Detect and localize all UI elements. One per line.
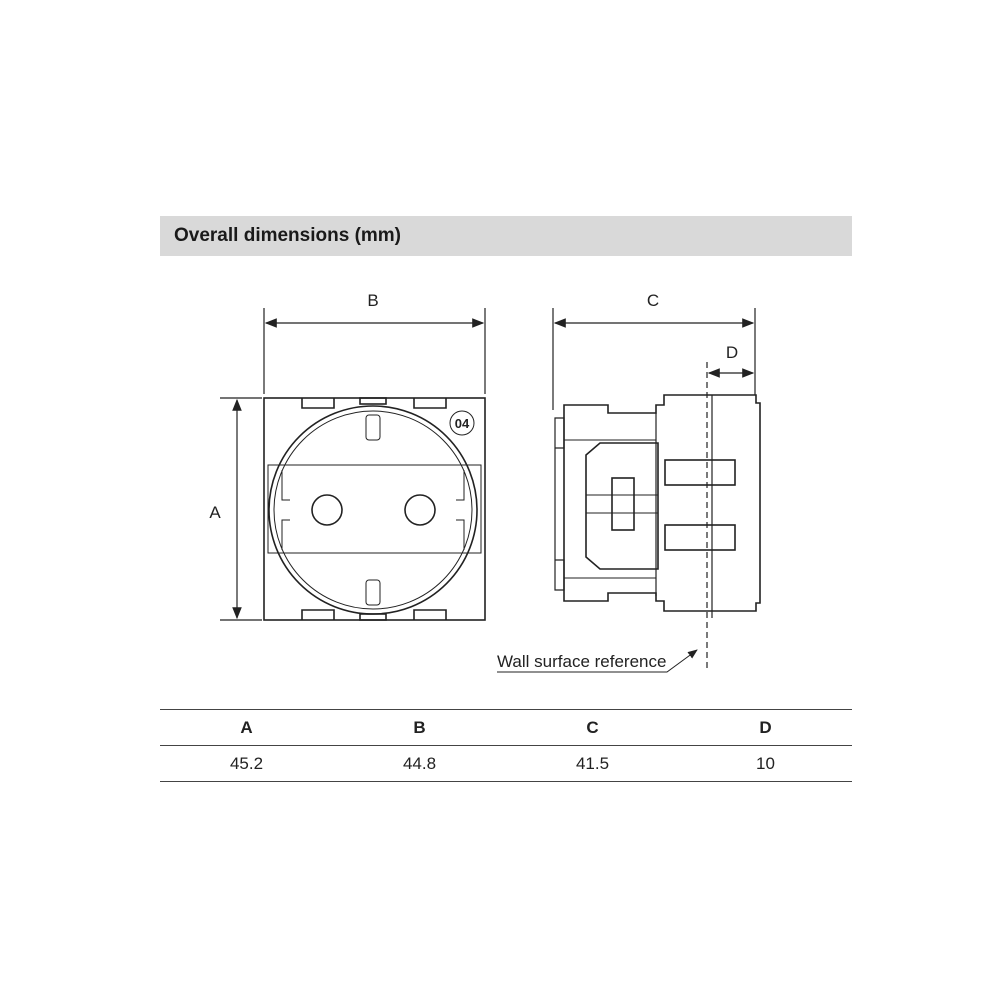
wall-reference-label: Wall surface reference: [497, 652, 666, 671]
front-view: [263, 397, 486, 621]
section-title: Overall dimensions (mm): [174, 225, 402, 246]
module-marker: 04: [455, 416, 470, 431]
value-a: 45.2: [160, 745, 333, 782]
side-view: [554, 394, 761, 618]
header-c: C: [506, 709, 679, 746]
header-b: B: [333, 709, 506, 746]
value-c: 41.5: [506, 745, 679, 782]
section-header: Overall dimensions (mm): [160, 216, 852, 256]
value-d: 10: [679, 745, 852, 782]
label-b: B: [367, 291, 378, 310]
header-d: D: [679, 709, 852, 746]
label-d: D: [726, 343, 738, 362]
header-a: A: [160, 709, 333, 746]
dimensions-table: A B C D 45.2 44.8 41.5 10: [160, 709, 852, 782]
table-row: 45.2 44.8 41.5 10: [160, 745, 852, 782]
label-c: C: [647, 291, 659, 310]
value-b: 44.8: [333, 745, 506, 782]
label-a: A: [209, 503, 221, 522]
table-header-row: A B C D: [160, 709, 852, 746]
